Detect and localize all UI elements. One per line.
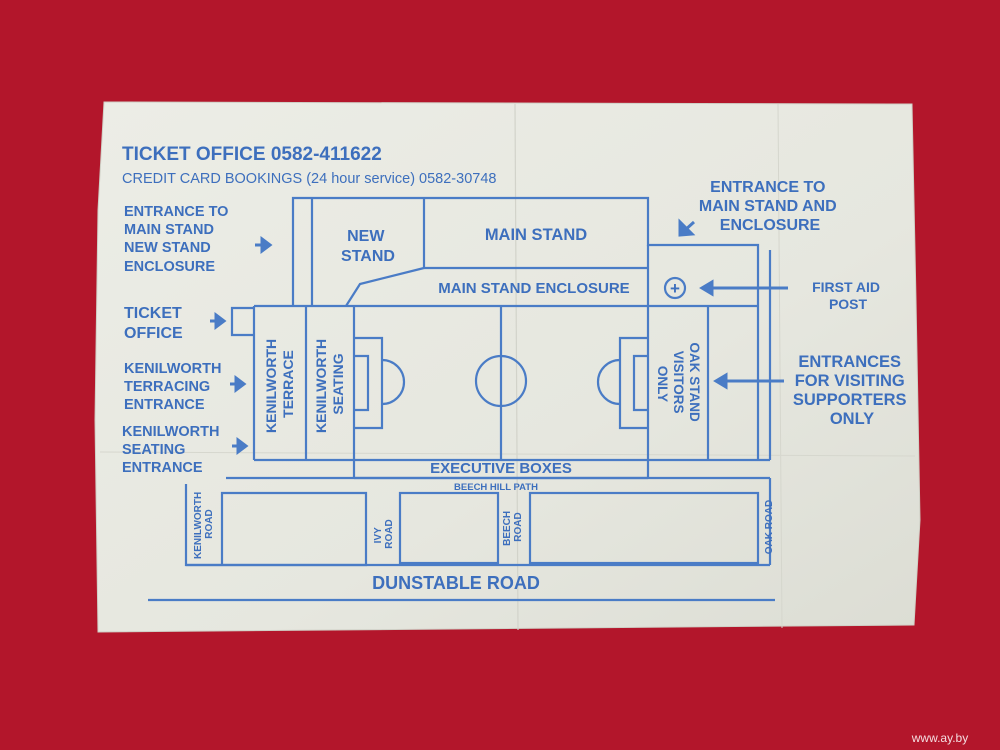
dunstable-road-label: DUNSTABLE ROAD bbox=[372, 573, 540, 593]
svg-text:OAK ROAD: OAK ROAD bbox=[764, 500, 775, 554]
beech-hill-path-label: BEECH HILL PATH bbox=[454, 482, 538, 493]
ticket-card bbox=[94, 101, 921, 633]
kenilworth-road-label: KENILWORTH ROAD bbox=[193, 489, 215, 559]
svg-text:KENILWORTH SEATING: KENILWORTH SEATING bbox=[313, 335, 346, 433]
kenilworth-seating-label: KENILWORTH SEATING bbox=[313, 335, 346, 433]
svg-text:BEECH ROAD: BEECH ROAD bbox=[502, 508, 524, 546]
main-stand-enclosure-label: MAIN STAND ENCLOSURE bbox=[438, 280, 629, 297]
main-stand-label: MAIN STAND bbox=[485, 226, 587, 244]
arrow-right-icon bbox=[255, 236, 273, 254]
first-aid-icon bbox=[663, 276, 687, 300]
entrance-new-stand-label: ENTRANCE TO MAIN STAND NEW STAND ENCLOSU… bbox=[124, 204, 233, 275]
first-aid-cross: + bbox=[670, 279, 680, 298]
first-aid-label: FIRST AID POST bbox=[812, 279, 884, 312]
arrow-left-icon bbox=[713, 372, 784, 390]
kenilworth-terrace-label: KENILWORTH TERRACE bbox=[263, 335, 296, 433]
visiting-entrances-label: ENTRANCES FOR VISITING SUPPORTERS ONLY bbox=[793, 353, 911, 428]
arrow-right-icon bbox=[230, 375, 247, 393]
svg-text:OAK STAND VISITORS: OAK STAND VISITORS ONLY bbox=[655, 342, 702, 425]
centre-circle bbox=[474, 354, 528, 408]
oak-stand-label: OAK STAND VISITORS ONLY bbox=[655, 342, 702, 425]
stadium-plan bbox=[226, 196, 772, 480]
executive-boxes-label: EXECUTIVE BOXES bbox=[430, 460, 572, 477]
svg-text:KENILWORTH TERRACE: KENILWORTH TERRACE bbox=[263, 335, 296, 433]
ivy-road-label: IVY ROAD bbox=[373, 519, 395, 548]
svg-text:IVY ROAD: IVY ROAD bbox=[373, 519, 395, 548]
beech-road-label: BEECH ROAD bbox=[502, 508, 524, 546]
arrow-down-left-icon bbox=[678, 218, 696, 237]
credit-card-bookings: CREDIT CARD BOOKINGS (24 hour service) 0… bbox=[122, 171, 496, 187]
svg-text:KENILWORTH ROAD: KENILWORTH ROAD bbox=[193, 489, 215, 559]
terracing-entrance-label: KENILWORTH TERRACING ENTRANCE bbox=[124, 361, 226, 413]
street-blocks bbox=[148, 478, 775, 602]
ticket-office-label: TICKET OFFICE bbox=[124, 305, 186, 342]
arrow-left-icon bbox=[699, 279, 788, 297]
watermark: www.ay.by bbox=[911, 731, 968, 745]
oak-road-label: OAK ROAD bbox=[764, 500, 775, 554]
new-stand-label: NEW STAND bbox=[341, 228, 395, 265]
arrow-right-icon bbox=[232, 437, 249, 455]
ticket-office-heading: TICKET OFFICE 0582-411622 bbox=[122, 144, 382, 165]
arrow-right-icon bbox=[210, 312, 227, 330]
entrance-main-stand-label: ENTRANCE TO MAIN STAND AND ENCLOSURE bbox=[699, 179, 841, 234]
seating-entrance-label: KENILWORTH SEATING ENTRANCE bbox=[122, 424, 224, 476]
